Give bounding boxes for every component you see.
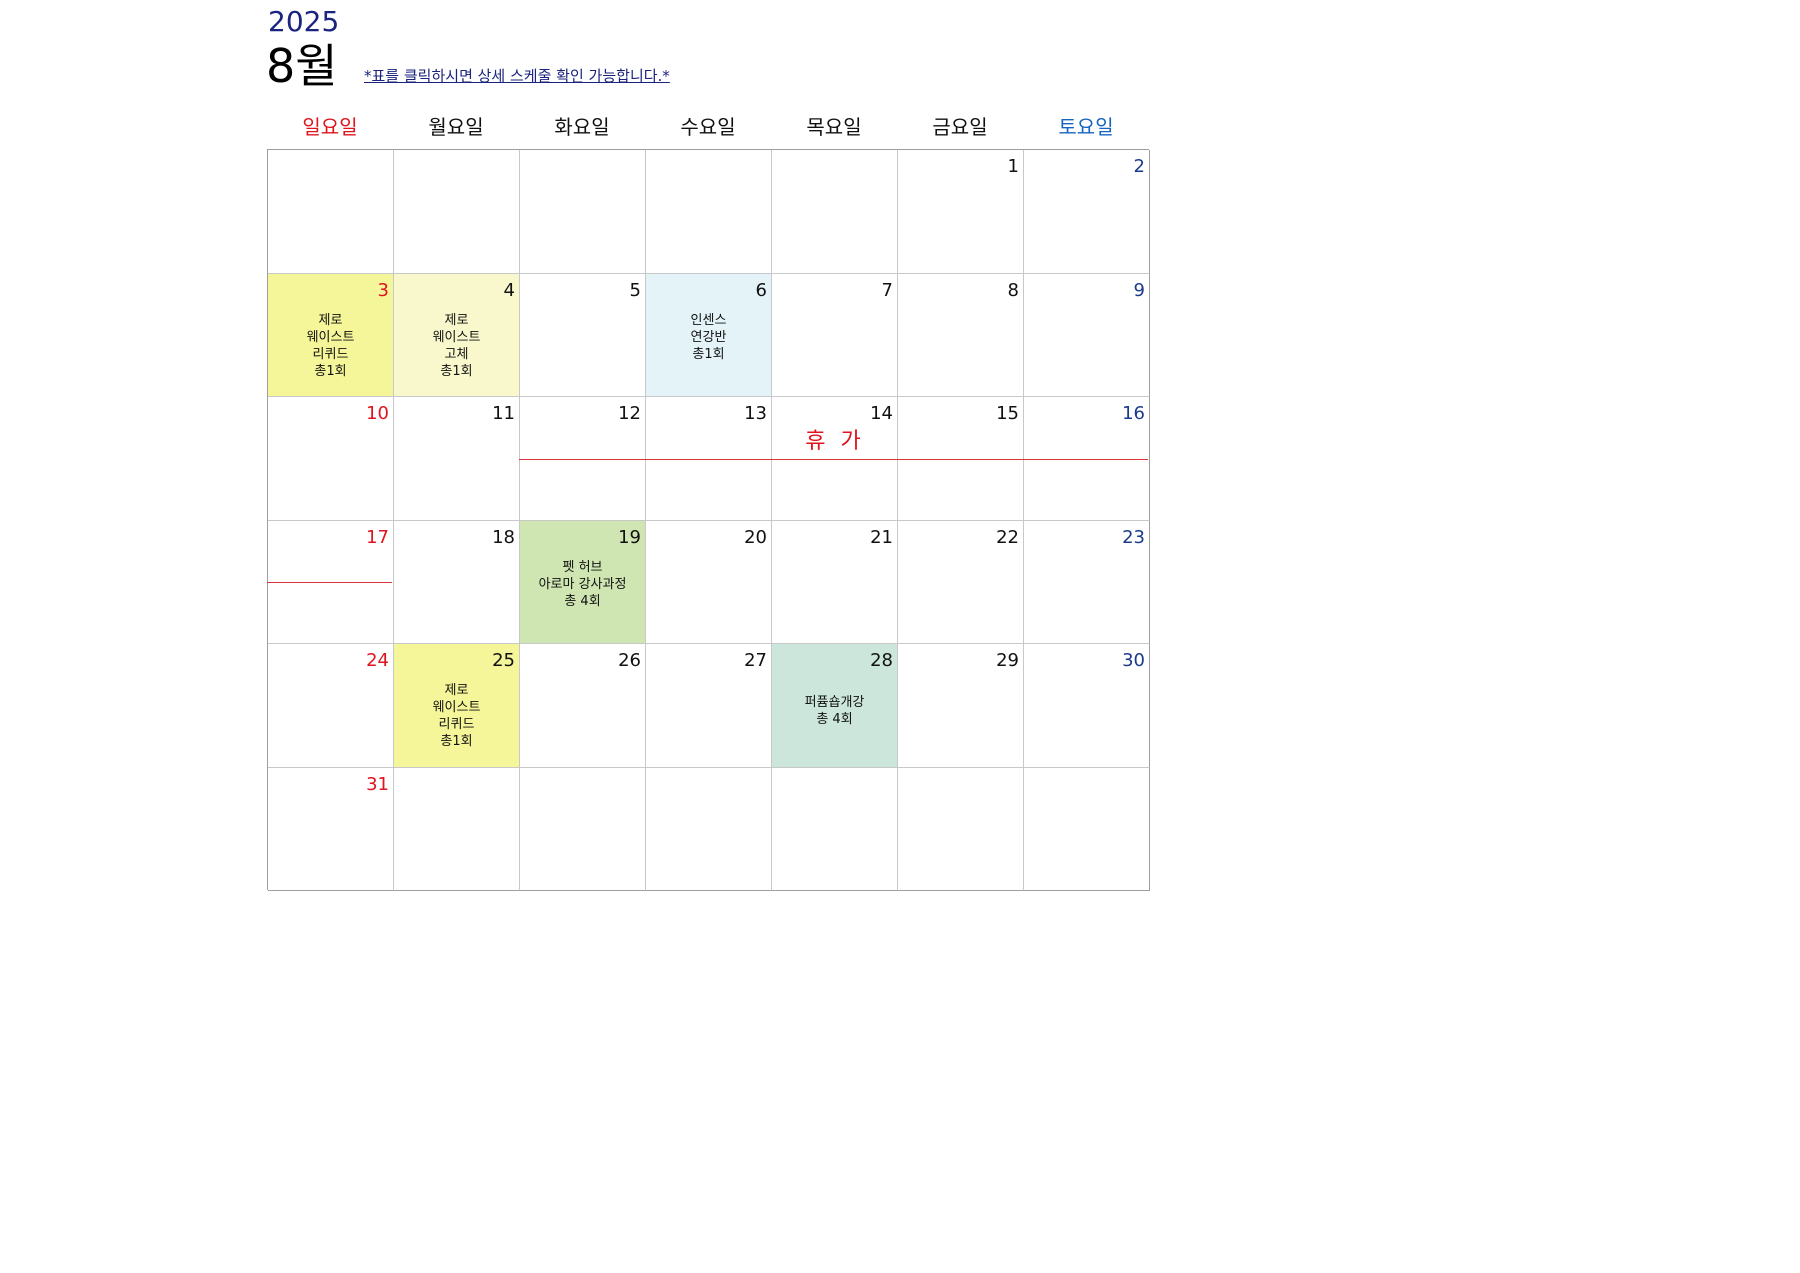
calendar-day-27[interactable]: 27	[646, 644, 772, 768]
calendar-day-9[interactable]: 9	[1024, 273, 1150, 397]
day-number: 28	[870, 650, 893, 671]
day-number: 23	[1122, 526, 1145, 548]
event-label: 인센스 연강반 총1회	[690, 312, 727, 362]
day-number: 11	[492, 403, 515, 424]
day-number: 6	[755, 279, 767, 301]
day-number: 7	[881, 279, 893, 301]
day-number: 2	[1133, 156, 1145, 177]
day-number: 18	[492, 526, 515, 548]
day-number: 9	[1133, 279, 1145, 301]
calendar-day-14[interactable]: 14	[772, 397, 898, 521]
calendar-day-31[interactable]: 31	[268, 767, 394, 891]
calendar-empty-cell	[394, 150, 520, 274]
calendar-empty-cell	[646, 150, 772, 274]
calendar-day-5[interactable]: 5	[520, 273, 646, 397]
calendar-day-28[interactable]: 28 퍼퓸숍개강 총 4회	[772, 644, 898, 768]
vacation-label: 휴 가	[805, 429, 865, 454]
calendar-empty-cell	[520, 767, 646, 891]
day-number: 31	[366, 773, 389, 795]
calendar-day-1[interactable]: 1	[898, 150, 1024, 274]
month-title: 8월	[266, 39, 338, 93]
weekday-thursday: 목요일	[806, 115, 862, 139]
day-number: 5	[629, 279, 641, 301]
day-number: 21	[870, 526, 893, 548]
calendar-day-13[interactable]: 13	[646, 397, 772, 521]
calendar-day-24[interactable]: 24	[268, 644, 394, 768]
event-label: 퍼퓸숍개강 총 4회	[804, 695, 865, 727]
weekday-friday: 금요일	[932, 115, 988, 139]
weekday-monday: 월요일	[428, 115, 484, 139]
calendar-empty-cell	[772, 150, 898, 274]
day-number: 24	[366, 650, 389, 671]
event-label: 제로 웨이스트 리퀴드 총1회	[306, 312, 355, 379]
calendar-day-15[interactable]: 15	[898, 397, 1024, 521]
calendar-day-25[interactable]: 25 제로 웨이스트 리퀴드 총1회	[394, 644, 520, 768]
calendar-day-6[interactable]: 6 인센스 연강반 총1회	[646, 273, 772, 397]
weekday-wednesday: 수요일	[680, 115, 736, 139]
day-number: 27	[744, 650, 767, 671]
calendar-day-22[interactable]: 22	[898, 520, 1024, 644]
schedule-notice-link[interactable]: *표를 클릭하시면 상세 스케줄 확인 가능합니다.*	[364, 67, 670, 85]
day-number: 25	[492, 650, 515, 671]
calendar-day-11[interactable]: 11	[394, 397, 520, 521]
calendar-day-10[interactable]: 10	[268, 397, 394, 521]
day-number: 16	[1122, 403, 1145, 424]
calendar-empty-cell	[394, 767, 520, 891]
day-number: 12	[618, 403, 641, 424]
day-number: 4	[503, 279, 515, 301]
calendar-day-19[interactable]: 19 펫 허브 아로마 강사과정 총 4회	[520, 520, 646, 644]
day-number: 8	[1007, 279, 1019, 301]
vacation-line	[519, 459, 1148, 460]
year-label: 2025	[268, 5, 340, 38]
calendar-day-3[interactable]: 3 제로 웨이스트 리퀴드 총1회	[268, 273, 394, 397]
day-number: 13	[744, 403, 767, 424]
calendar-day-30[interactable]: 30	[1024, 644, 1150, 768]
calendar-empty-cell	[520, 150, 646, 274]
vacation-line-continued	[267, 582, 392, 583]
calendar-empty-cell	[1024, 767, 1150, 891]
day-number: 15	[996, 403, 1019, 424]
weekday-tuesday: 화요일	[554, 115, 610, 139]
calendar-day-23[interactable]: 23	[1024, 520, 1150, 644]
calendar-day-21[interactable]: 21	[772, 520, 898, 644]
calendar-day-2[interactable]: 2	[1024, 150, 1150, 274]
calendar-day-12[interactable]: 12	[520, 397, 646, 521]
calendar-empty-cell	[898, 767, 1024, 891]
calendar-day-16[interactable]: 16	[1024, 397, 1150, 521]
day-number: 1	[1007, 156, 1019, 177]
calendar-day-17[interactable]: 17	[268, 520, 394, 644]
day-number: 10	[366, 403, 389, 424]
day-number: 3	[377, 279, 389, 301]
calendar-day-7[interactable]: 7	[772, 273, 898, 397]
day-number: 19	[618, 526, 641, 548]
calendar-day-8[interactable]: 8	[898, 273, 1024, 397]
event-label: 제로 웨이스트 고체 총1회	[432, 312, 481, 379]
calendar-empty-cell	[772, 767, 898, 891]
calendar-day-20[interactable]: 20	[646, 520, 772, 644]
day-number: 29	[996, 650, 1019, 671]
day-number: 17	[366, 526, 389, 548]
calendar-day-18[interactable]: 18	[394, 520, 520, 644]
day-number: 26	[618, 650, 641, 671]
weekday-saturday: 토요일	[1058, 115, 1114, 139]
day-number: 30	[1122, 650, 1145, 671]
day-number: 20	[744, 526, 767, 548]
calendar-day-4[interactable]: 4 제로 웨이스트 고체 총1회	[394, 273, 520, 397]
event-label: 제로 웨이스트 리퀴드 총1회	[432, 683, 481, 749]
calendar-empty-cell	[268, 150, 394, 274]
event-label: 펫 허브 아로마 강사과정 총 4회	[538, 559, 627, 609]
calendar-day-29[interactable]: 29	[898, 644, 1024, 768]
day-number: 14	[870, 403, 893, 424]
weekday-header: 일요일 월요일 화요일 수요일 목요일 금요일 토요일	[267, 110, 1149, 144]
day-number: 22	[996, 526, 1019, 548]
calendar-day-26[interactable]: 26	[520, 644, 646, 768]
weekday-sunday: 일요일	[302, 115, 358, 139]
calendar-empty-cell	[646, 767, 772, 891]
